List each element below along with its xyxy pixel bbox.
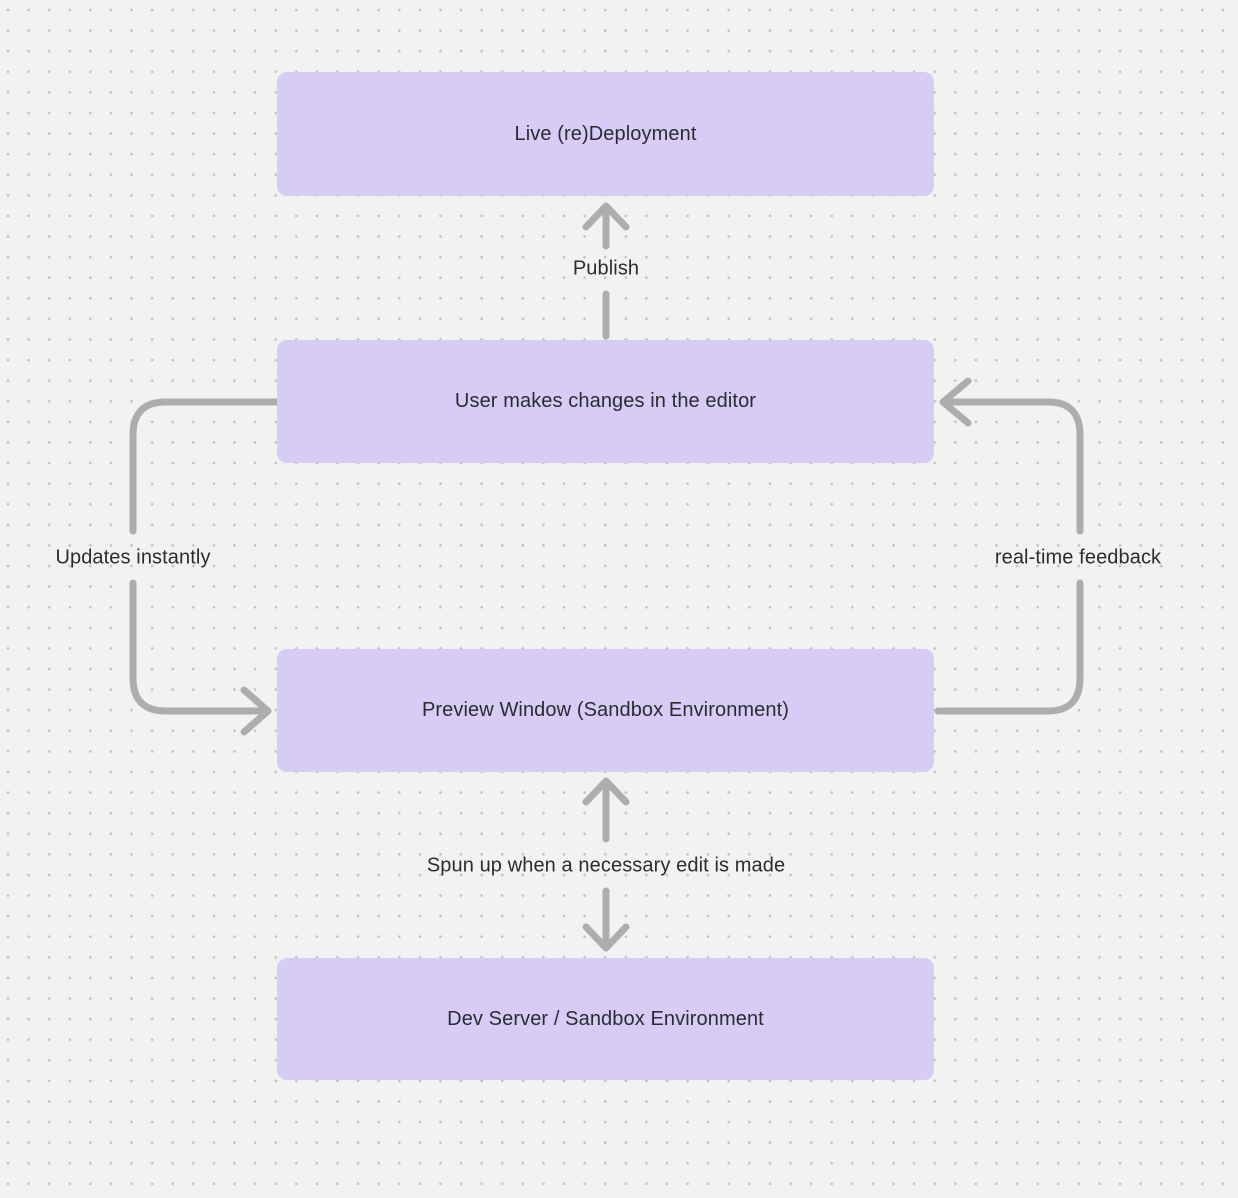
edge-label-spun-up: Spun up when a necessary edit is made	[426, 854, 786, 877]
node-dev-server: Dev Server / Sandbox Environment	[277, 958, 934, 1080]
edge-feedback-upper	[942, 398, 1084, 535]
node-label: Preview Window (Sandbox Environment)	[421, 699, 790, 721]
edge-feedback-arrowhead-left-icon	[939, 377, 972, 427]
node-label: User makes changes in the editor	[454, 390, 757, 412]
edge-spun-up-arrowhead-up-icon	[582, 777, 630, 806]
edge-spun-down-arrowhead-down-icon	[582, 923, 630, 952]
node-label: Live (re)Deployment	[514, 122, 697, 145]
node-preview-window: Preview Window (Sandbox Environment)	[277, 649, 934, 772]
edge-label-publish: Publish	[572, 257, 640, 280]
node-user-changes: User makes changes in the editor	[277, 340, 934, 463]
edge-publish-arrowhead-up-icon	[582, 202, 630, 231]
edge-updates-instantly-arrowhead-right-icon	[240, 686, 272, 736]
edge-label-real-time-feedback: real-time feedback	[994, 546, 1162, 569]
edge-label-updates-instantly: Updates instantly	[55, 546, 211, 569]
edge-feedback-lower	[934, 579, 1084, 715]
edge-updates-instantly-lower	[129, 579, 266, 715]
edge-updates-instantly-upper	[129, 398, 281, 535]
node-live-redeployment: Live (re)Deployment	[277, 72, 934, 196]
node-label: Dev Server / Sandbox Environment	[447, 1007, 764, 1030]
